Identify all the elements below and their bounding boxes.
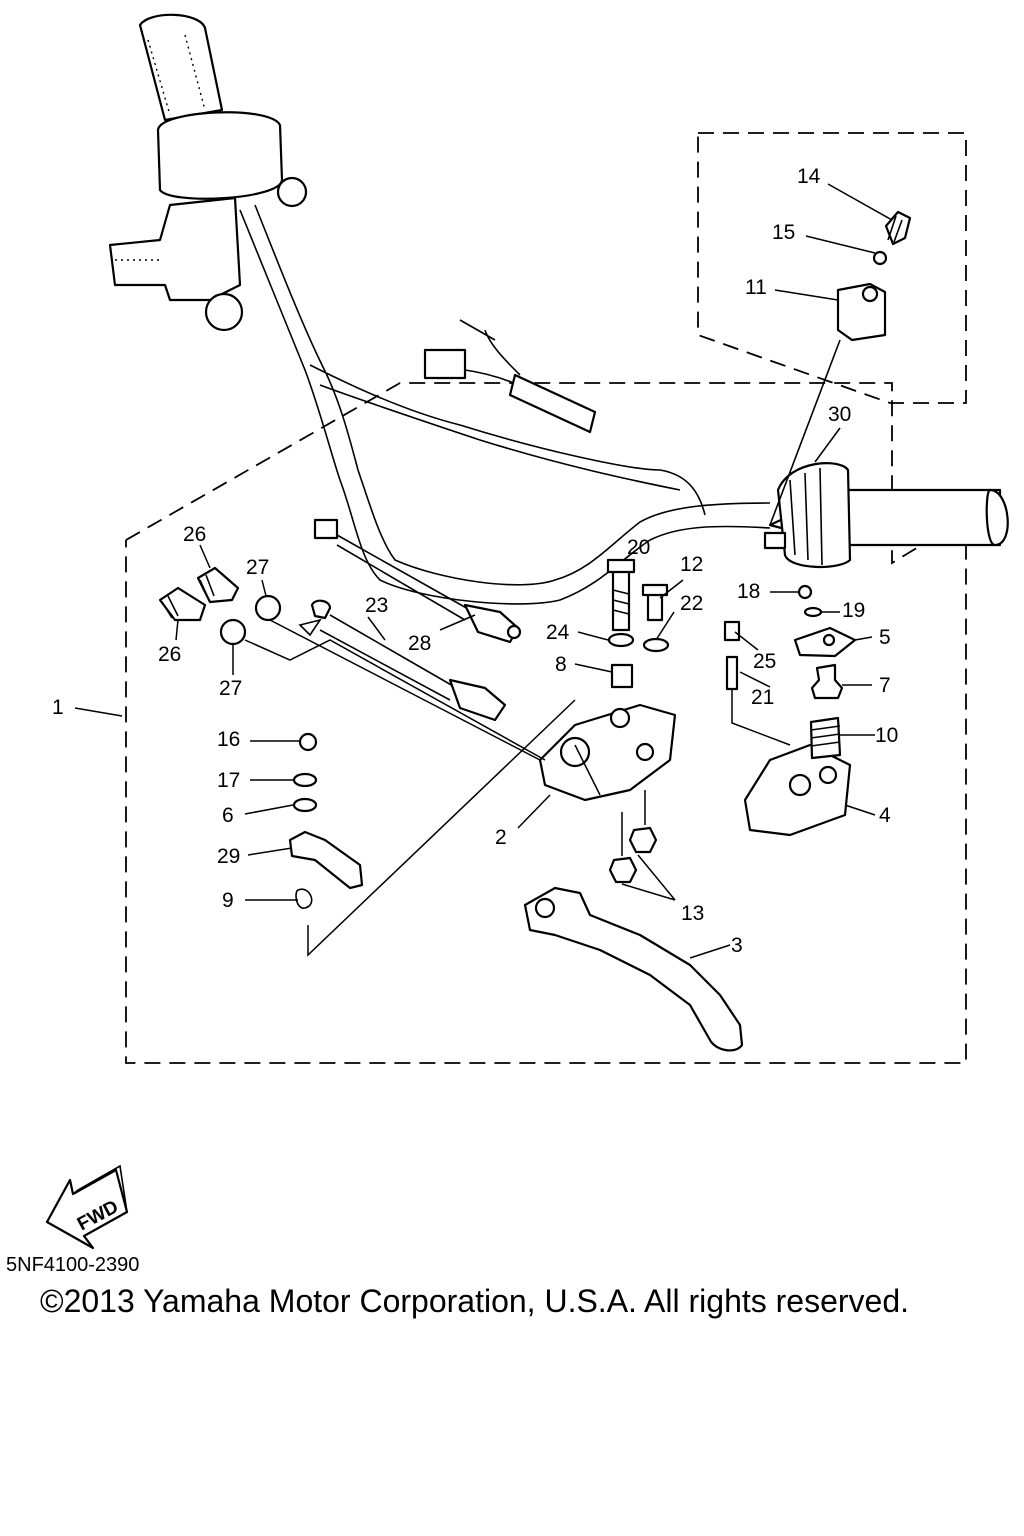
switch-bracket [769, 210, 912, 526]
cables [298, 319, 597, 722]
label-part-19: 19 [842, 599, 865, 622]
label-part-25: 25 [753, 650, 776, 673]
label-part-24: 24 [546, 621, 570, 644]
assembly-boundary-switch [697, 132, 967, 404]
lever-holder [538, 703, 677, 802]
label-part-20: 20 [627, 536, 650, 559]
label-part-12: 12 [680, 553, 703, 576]
label-part-26-upper: 26 [183, 523, 206, 546]
label-part-27-upper: 27 [246, 556, 269, 579]
label-part-27-lower: 27 [219, 677, 242, 700]
label-part-30: 30 [828, 403, 851, 426]
switch-block [723, 584, 857, 837]
leader-lines [74, 183, 893, 959]
label-part-13: 13 [681, 902, 704, 925]
label-part-8: 8 [555, 653, 567, 676]
label-part-4: 4 [879, 804, 891, 827]
drawing-code: 5NF4100-2390 [6, 1254, 140, 1276]
label-part-11: 11 [745, 276, 767, 299]
label-part-6: 6 [222, 804, 234, 827]
small-parts-left [158, 566, 576, 957]
label-part-21: 21 [751, 686, 774, 709]
label-part-9: 9 [222, 889, 234, 912]
label-part-16: 16 [217, 728, 240, 751]
label-part-15: 15 [772, 221, 795, 244]
label-part-10: 10 [875, 724, 898, 747]
label-part-3: 3 [731, 934, 743, 957]
label-part-18: 18 [737, 580, 760, 603]
label-part-26-lower: 26 [158, 643, 181, 666]
label-part-7: 7 [879, 674, 891, 697]
label-part-22: 22 [680, 592, 703, 615]
label-part-29: 29 [217, 845, 240, 868]
handlebar [108, 13, 771, 605]
label-part-28: 28 [408, 632, 431, 655]
label-part-2: 2 [495, 826, 507, 849]
fwd-arrow-icon: FWD [45, 1164, 129, 1250]
label-part-1: 1 [52, 696, 64, 719]
label-part-23: 23 [365, 594, 388, 617]
label-part-5: 5 [879, 626, 891, 649]
clutch-lever [523, 886, 744, 1052]
right-grip-and-switch [763, 462, 1009, 569]
part-labels: 1 2 3 4 5 6 7 8 9 10 11 12 13 14 15 16 1… [52, 165, 898, 957]
hardware [606, 558, 670, 884]
label-part-14: 14 [797, 165, 821, 188]
copyright-notice: ©2013 Yamaha Motor Corporation, U.S.A. A… [40, 1283, 910, 1319]
label-part-17: 17 [217, 769, 240, 792]
